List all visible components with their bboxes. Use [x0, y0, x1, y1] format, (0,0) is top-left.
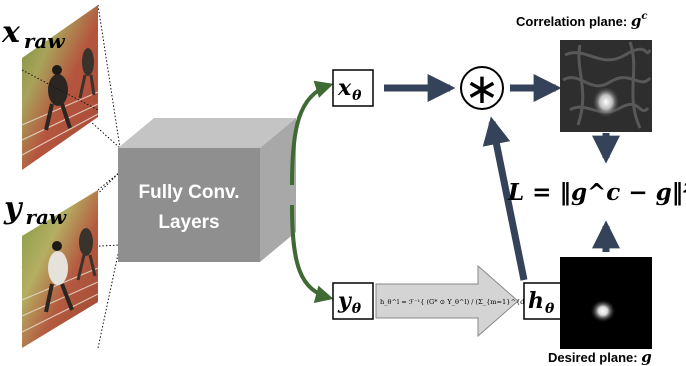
desired-plane-image [560, 257, 652, 349]
svg-text:yθ: yθ [337, 288, 362, 317]
svg-text:hθ: hθ [528, 288, 555, 317]
cube-label-line1: Fully Conv. [139, 182, 240, 203]
loss-equation: L = ‖g^c − g‖² [507, 179, 686, 206]
green-arrow-to-x [290, 80, 334, 186]
correlation-plane-image [560, 40, 652, 132]
formula-text: h_θ^l = ℱ⁻¹{ (G* ⊙ Y_θ^l) / (Σ_{m=1}^{d}… [380, 298, 622, 306]
h-theta-box: hθ [523, 282, 565, 320]
correlation-plane-label: Correlation plane: gc [516, 11, 647, 30]
desired-plane-label: Desired plane: g [548, 348, 652, 366]
svg-text:xθ: xθ [337, 75, 362, 104]
formula-arrow: h_θ^l = ℱ⁻¹{ (G* ⊙ Y_θ^l) / (Σ_{m=1}^{d}… [375, 264, 622, 338]
y-raw-image [21, 190, 99, 348]
y-theta-box: yθ [332, 282, 374, 320]
cube-label-line2: Layers [158, 212, 219, 233]
fully-conv-cube: Fully Conv. Layers [118, 118, 296, 262]
x-theta-box: xθ [332, 69, 374, 107]
x-raw-image [21, 5, 99, 170]
arrow-h-to-conv [482, 116, 528, 281]
svg-text:∗: ∗ [464, 65, 499, 112]
correlation-operator: ∗ [460, 65, 504, 112]
green-arrow-to-y [290, 204, 334, 303]
